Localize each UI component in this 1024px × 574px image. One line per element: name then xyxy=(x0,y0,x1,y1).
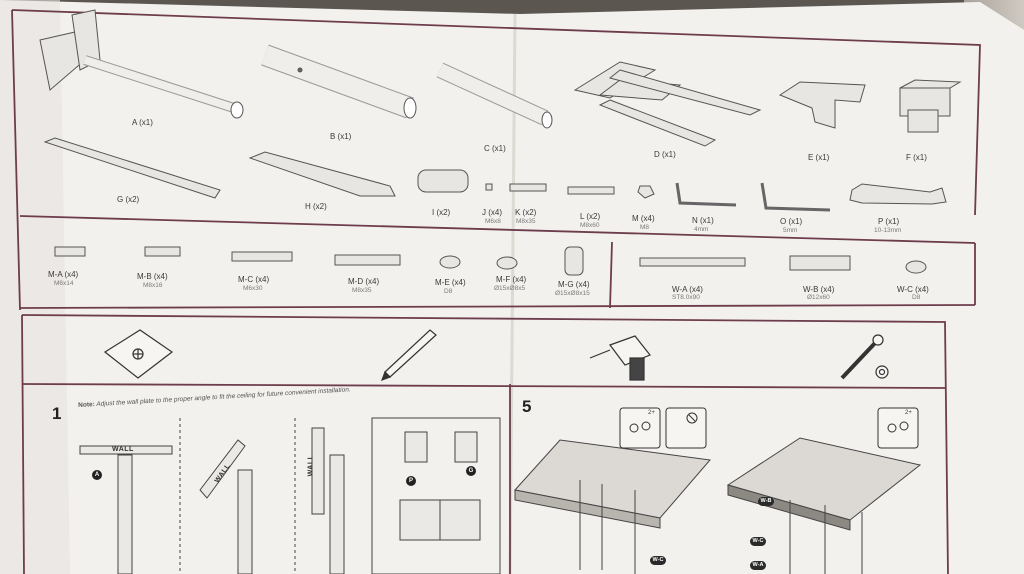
m-b-illustration xyxy=(144,246,181,257)
part-j-illustration xyxy=(485,183,493,191)
part-e-illustration xyxy=(778,81,866,129)
m-f-illustration xyxy=(496,256,518,270)
part-label: O (x1) xyxy=(780,217,803,226)
part-label: G (x2) xyxy=(117,195,140,204)
part-label: K (x2) xyxy=(515,208,537,217)
drill-icon xyxy=(589,335,651,381)
part-label: L (x2) xyxy=(580,212,601,221)
m-d-illustration xyxy=(334,254,401,266)
part-label: I (x2) xyxy=(432,208,451,217)
part-label: H (x2) xyxy=(305,202,327,211)
marker-g: G xyxy=(466,466,476,476)
hardware-size: M8x16 xyxy=(143,282,163,289)
part-p-illustration xyxy=(849,183,947,205)
part-h-illustration xyxy=(248,151,396,197)
part-size: M8x35 xyxy=(516,218,536,225)
part-c-illustration xyxy=(436,62,553,129)
hardware-size: M6x14 xyxy=(54,280,74,287)
hardware-size: D8 xyxy=(444,288,453,295)
part-l-illustration xyxy=(567,186,615,195)
wall-hardware-size: D8 xyxy=(912,294,921,301)
part-n-illustration xyxy=(675,182,737,207)
wall-label: WALL xyxy=(112,446,134,453)
part-size: 10-13mm xyxy=(874,227,902,234)
hardware-label: M-E (x4) xyxy=(435,278,466,287)
m-a-illustration xyxy=(54,246,86,257)
part-label: D (x1) xyxy=(654,150,676,159)
m-e-illustration xyxy=(439,255,461,269)
part-size: 5mm xyxy=(783,227,798,234)
part-o-illustration xyxy=(760,182,831,212)
w-a-illustration xyxy=(639,257,746,267)
hardware-size: Ø15xØ8x5 xyxy=(494,285,526,292)
part-label: C (x1) xyxy=(484,144,506,153)
w-b-illustration xyxy=(789,255,851,271)
wall-hardware-size: ST8.0x90 xyxy=(672,294,700,301)
marker-p: P xyxy=(406,476,416,486)
hardware-size: M8x35 xyxy=(352,287,372,294)
part-i-illustration xyxy=(417,169,469,193)
wall-hardware-label: W-A (x4) xyxy=(672,285,703,294)
hardware-size: Ø15xØ8x15 xyxy=(555,290,590,297)
part-m-illustration xyxy=(637,185,655,199)
step-1-number: 1 xyxy=(52,404,62,423)
part-label: A (x1) xyxy=(132,118,153,127)
part-k-illustration xyxy=(509,183,547,192)
hardware-label: M-F (x4) xyxy=(496,275,527,284)
persons-badge: 2+ xyxy=(905,410,912,416)
hardware-badge: W-A xyxy=(750,561,766,570)
part-size: M6x8 xyxy=(485,218,501,225)
part-label: J (x4) xyxy=(482,208,502,217)
hardware-label: M-A (x4) xyxy=(48,270,79,279)
hardware-badge: W-B xyxy=(758,497,774,506)
hardware-label: M-G (x4) xyxy=(558,280,590,289)
part-label: M (x4) xyxy=(632,214,655,223)
part-label: B (x1) xyxy=(330,132,352,141)
marker-a: A xyxy=(92,470,102,480)
hardware-label: M-D (x4) xyxy=(348,277,380,286)
part-b-illustration xyxy=(261,44,417,119)
part-label: E (x1) xyxy=(808,153,830,162)
wall-hardware-label: W-B (x4) xyxy=(803,285,835,294)
step-5-number: 5 xyxy=(522,397,532,416)
wrench-icon xyxy=(840,334,889,380)
hardware-label: M-B (x4) xyxy=(137,272,168,281)
wall-hardware-size: Ø12x60 xyxy=(807,294,830,301)
part-g-illustration xyxy=(43,137,221,199)
wall-hardware-label: W-C (x4) xyxy=(897,285,929,294)
part-d-illustration xyxy=(573,61,762,147)
m-c-illustration xyxy=(231,251,293,262)
part-label: N (x1) xyxy=(692,216,714,225)
part-label: F (x1) xyxy=(906,153,927,162)
hardware-badge: W-C xyxy=(650,556,666,565)
persons-badge: 2+ xyxy=(648,410,655,416)
part-f-illustration xyxy=(899,79,962,133)
hardware-size: M6x30 xyxy=(243,285,263,292)
m-g-illustration xyxy=(564,246,584,276)
part-size: 4mm xyxy=(694,226,709,233)
template-icon xyxy=(103,329,174,379)
hardware-badge: W-C xyxy=(750,537,766,546)
hardware-label: M-C (x4) xyxy=(238,275,270,284)
part-a-illustration xyxy=(39,9,244,119)
part-size: M8x60 xyxy=(580,222,600,229)
w-c-illustration xyxy=(905,260,927,274)
part-size: M8 xyxy=(640,224,650,231)
pencil-icon xyxy=(380,329,437,382)
part-label: P (x1) xyxy=(878,217,900,226)
